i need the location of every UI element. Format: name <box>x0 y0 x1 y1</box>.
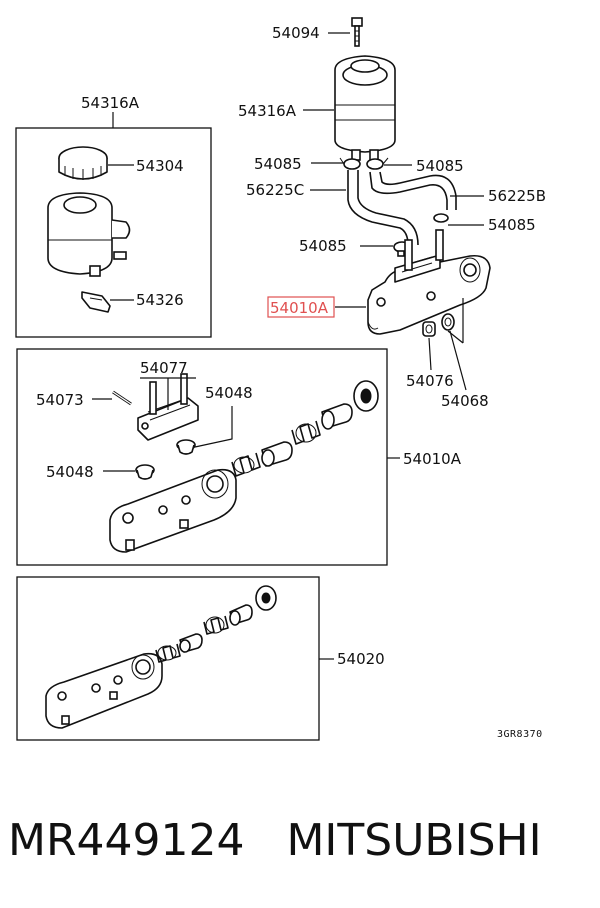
label-clip: 54326 <box>136 291 184 309</box>
clip-54326[interactable] <box>81 291 111 313</box>
cap-54304[interactable] <box>58 146 108 180</box>
brand: MITSUBISHI <box>286 815 542 866</box>
grommet-54048-upper[interactable] <box>176 439 196 455</box>
box-54316a <box>15 112 212 338</box>
label-54094: 54094 <box>272 24 320 42</box>
seal-54076[interactable] <box>422 321 436 337</box>
spring-box2-a[interactable] <box>231 452 261 477</box>
bolt-54094[interactable] <box>351 17 363 47</box>
label-hose-left: 56225C <box>246 181 304 199</box>
cylinder-body-box3[interactable] <box>45 652 163 729</box>
spring-box3-b[interactable] <box>203 615 229 635</box>
cylinder-body-box2[interactable] <box>109 468 237 553</box>
piston-box2-b[interactable] <box>321 403 353 430</box>
label-seal-a: 54076 <box>406 372 454 390</box>
label-master-cylinder[interactable]: 54010A <box>270 299 329 317</box>
label-clamp-right: 54085 <box>416 157 464 175</box>
reservoir-54316a[interactable] <box>334 55 396 161</box>
label-pin: 54073 <box>36 391 84 409</box>
seal-ring-box3[interactable] <box>255 585 277 611</box>
label-clamp-left: 54085 <box>254 155 302 173</box>
label-bracket: 54077 <box>140 359 188 377</box>
pin-54073[interactable] <box>112 390 132 406</box>
label-cap: 54304 <box>136 157 184 175</box>
highlight-box <box>267 296 335 318</box>
box-54010a-kit <box>16 348 400 566</box>
spring-box3-a[interactable] <box>155 643 181 663</box>
clamp-54085-far-right[interactable] <box>433 213 449 223</box>
label-clamp-far-right: 54085 <box>488 216 536 234</box>
label-grommet-upper: 54048 <box>205 384 253 402</box>
part-number: MR449124 <box>8 815 245 866</box>
seal-ring-box2[interactable] <box>353 380 379 412</box>
label-reservoir: 54316A <box>238 102 297 120</box>
label-clamp-center: 54085 <box>299 237 347 255</box>
label-box2-assembly: 54010A <box>403 450 462 468</box>
box-54020 <box>16 576 334 741</box>
piston-box3-b[interactable] <box>229 604 253 626</box>
clamp-54085-right[interactable] <box>366 157 389 170</box>
reservoir-box1[interactable] <box>47 192 131 277</box>
master-cylinder-54010a[interactable] <box>367 229 491 335</box>
figure-code: 3GR8370 <box>497 729 543 740</box>
hose-56225c[interactable] <box>347 170 419 246</box>
piston-box2-a[interactable] <box>261 441 293 467</box>
label-seal-b: 54068 <box>441 392 489 410</box>
label-box3-assembly: 54020 <box>337 650 385 668</box>
clamp-54085-left[interactable] <box>339 157 361 170</box>
caption: MR449124 MITSUBISHI <box>8 806 598 876</box>
spring-box2-b[interactable] <box>291 420 321 445</box>
hose-56225b[interactable] <box>369 171 457 210</box>
label-box1-title: 54316A <box>81 94 140 112</box>
piston-box3-a[interactable] <box>179 633 203 653</box>
caption-gap <box>245 815 287 866</box>
seal-54068[interactable] <box>441 313 455 331</box>
grommet-54048-lower[interactable] <box>135 464 155 480</box>
label-hose-right: 56225B <box>488 187 546 205</box>
label-grommet-lower: 54048 <box>46 463 94 481</box>
bracket-54077[interactable] <box>137 373 199 441</box>
